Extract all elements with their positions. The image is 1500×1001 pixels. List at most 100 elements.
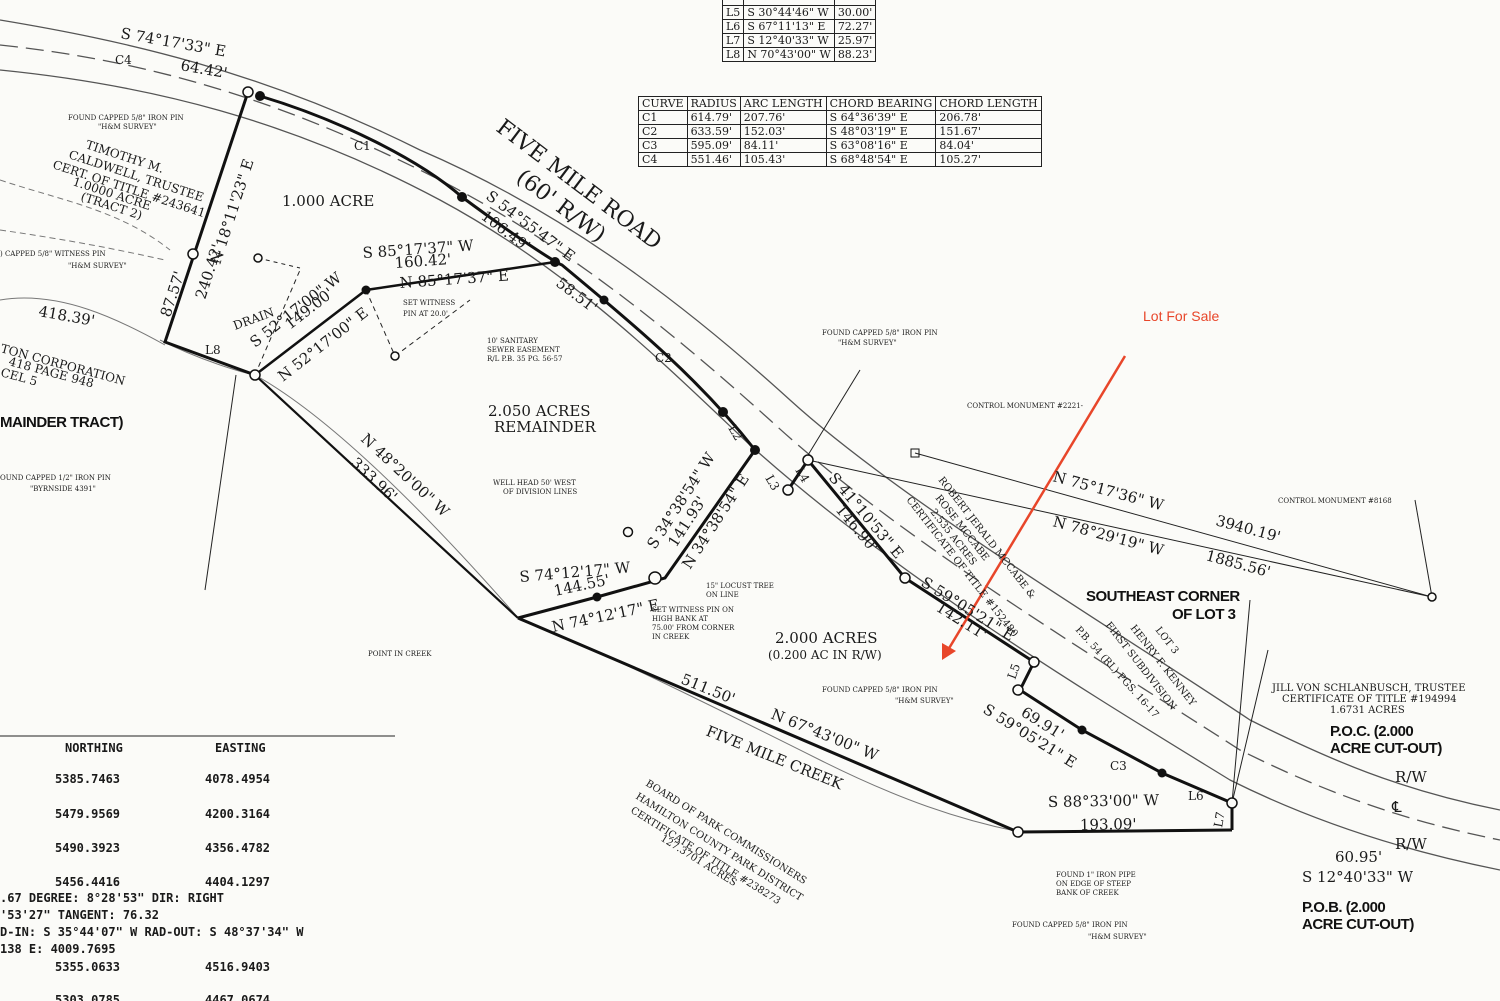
curve-label: C4 bbox=[115, 53, 132, 67]
line-label: L4 bbox=[792, 465, 812, 486]
survey-ties bbox=[204, 257, 1433, 804]
note: BANK OF CREEK bbox=[1056, 889, 1119, 897]
lot-for-sale-label: Lot For Sale bbox=[1143, 308, 1220, 324]
northing-cell: 5479.9569 bbox=[55, 807, 120, 821]
table-cell: 595.09' bbox=[686, 138, 741, 153]
note: SET WITNESS bbox=[403, 299, 455, 307]
table-cell: 633.59' bbox=[686, 124, 741, 139]
note: SEWER EASEMENT bbox=[487, 346, 560, 354]
table-cell: C2 bbox=[638, 124, 688, 139]
distance-label: 511.50' bbox=[679, 670, 738, 708]
table-cell: 25.97' bbox=[833, 33, 877, 48]
owner-note: JILL VON SCHLANBUSCH, TRUSTEE bbox=[1271, 683, 1466, 694]
note: WELL HEAD 50' WEST bbox=[493, 479, 576, 487]
line-label: L7 bbox=[1211, 811, 1227, 829]
owner-note: 1.6731 ACRES bbox=[1330, 705, 1405, 716]
note: ON EDGE OF STEEP bbox=[1056, 880, 1131, 888]
table-cell: L7 bbox=[721, 33, 745, 48]
distance-label: 87.57' bbox=[157, 269, 189, 319]
ownership-notes: ROBERT JERALD MCCABE & ROSE MCCABE 2.535… bbox=[628, 475, 1465, 907]
note: POINT IN CREEK bbox=[368, 650, 432, 658]
table-cell: 614.79' bbox=[686, 110, 741, 125]
distance-label: 1885.56' bbox=[1204, 546, 1273, 581]
northing-cell: 5355.0633 bbox=[55, 960, 120, 974]
bearing-label: S 74°17'33" E bbox=[119, 24, 227, 60]
distance-label: 58.51' bbox=[553, 274, 601, 317]
distance-label: 60.95' bbox=[1335, 848, 1382, 866]
line-label: L3 bbox=[762, 473, 782, 494]
se-corner-label: OF LOT 3 bbox=[1172, 606, 1236, 623]
note: SET WITNESS PIN ON bbox=[652, 606, 734, 614]
table-cell: 105.27' bbox=[935, 152, 1042, 167]
table-cell: 206.78' bbox=[935, 110, 1042, 125]
note: OF DIVISION LINES bbox=[503, 488, 577, 496]
poc-label: P.O.C. (2.000 bbox=[1330, 723, 1413, 740]
distance-label: 3940.19' bbox=[1214, 511, 1283, 546]
distance-label: 64.42' bbox=[179, 56, 228, 82]
easting-cell: 4200.3164 bbox=[205, 807, 270, 821]
note: IN CREEK bbox=[652, 633, 690, 641]
table-cell: S 67°11'13" E bbox=[743, 19, 835, 34]
curve-data-line: .67 DEGREE: 8°28'53" DIR: RIGHT bbox=[0, 891, 224, 905]
table-header: CHORD LENGTH bbox=[935, 96, 1042, 111]
pob-label: ACRE CUT-OUT) bbox=[1302, 916, 1414, 933]
pob-label: P.O.B. (2.000 bbox=[1302, 899, 1385, 916]
table-cell: 30.00' bbox=[833, 5, 877, 20]
curve-label: C1 bbox=[354, 139, 371, 153]
parcel-one-acre: 1.000 ACRE bbox=[282, 192, 374, 210]
row-label: R/W bbox=[1395, 768, 1427, 786]
table-cell: S 68°48'54" E bbox=[825, 152, 937, 167]
coord-header: EASTING bbox=[215, 741, 266, 755]
note: FOUND CAPPED 5/8" IRON PIN bbox=[68, 114, 184, 122]
bearing-label: N 74°12'17" E bbox=[550, 596, 661, 636]
table-cell: L5 bbox=[721, 5, 745, 20]
table-cell: N 70°43'00" W bbox=[743, 47, 835, 62]
table-cell: C4 bbox=[638, 152, 688, 167]
bold-labels: SOUTHEAST CORNER OF LOT 3 P.O.C. (2.000 … bbox=[1086, 588, 1443, 933]
table-cell: L8 bbox=[721, 47, 745, 62]
centerline-label: ℄ bbox=[1391, 798, 1402, 816]
note: 10' SANITARY bbox=[487, 337, 538, 345]
coordinate-table: NORTHING EASTING 5385.7463 4078.4954 547… bbox=[0, 735, 395, 1001]
northing-cell: 5303.0785 bbox=[55, 993, 120, 1001]
table-cell: 105.43' bbox=[739, 152, 827, 167]
poc-label: ACRE CUT-OUT) bbox=[1330, 740, 1442, 757]
note: PIN AT 20.0' bbox=[403, 310, 448, 318]
note: 15" LOCUST TREE bbox=[706, 582, 774, 590]
curve-data-line: D-IN: S 35°44'07" W RAD-OUT: S 48°37'34"… bbox=[0, 925, 304, 939]
table-cell: 551.46' bbox=[686, 152, 741, 167]
corner-markers bbox=[255, 91, 1167, 778]
easting-cell: 4404.1297 bbox=[205, 875, 270, 889]
northing-cell: 5490.3923 bbox=[55, 841, 120, 855]
curve-table: CURVE RADIUS ARC LENGTH CHORD BEARING CH… bbox=[638, 96, 1042, 167]
note: CONTROL MONUMENT #2221- bbox=[967, 402, 1084, 410]
easting-cell: 4467.0674 bbox=[205, 993, 270, 1001]
table-header: CURVE bbox=[638, 96, 688, 111]
note: "H&M SURVEY" bbox=[838, 339, 897, 347]
line-label: L2 bbox=[725, 423, 745, 444]
coord-header: NORTHING bbox=[65, 741, 123, 755]
bearing-label: S 12°40'33" W bbox=[1302, 868, 1414, 886]
northing-cell: 5385.7463 bbox=[55, 772, 120, 786]
curve-label: C3 bbox=[1110, 759, 1127, 773]
distance-label: 193.09' bbox=[1080, 815, 1137, 834]
segment-labels: C1 C2 C3 C4 L2 L3 L4 L5 L6 L7 L8 DRAIN R… bbox=[115, 53, 1427, 853]
easting-cell: 4078.4954 bbox=[205, 772, 270, 786]
table-cell: S 63°08'16" E bbox=[825, 138, 937, 153]
note: "H&M SURVEY" bbox=[1088, 933, 1147, 941]
note: "H&M SURVEY" bbox=[98, 123, 157, 131]
note: FOUND CAPPED 5/8" IRON PIN bbox=[822, 686, 938, 694]
note: CONTROL MONUMENT #8168 bbox=[1278, 497, 1392, 505]
table-cell: C1 bbox=[638, 110, 688, 125]
note: ) CAPPED 5/8" WITNESS PIN bbox=[0, 250, 106, 258]
line-label: L8 bbox=[205, 343, 221, 357]
note: ON LINE bbox=[706, 591, 739, 599]
table-cell: C3 bbox=[638, 138, 688, 153]
note: FOUND 1" IRON PIPE bbox=[1056, 871, 1136, 879]
open-markers bbox=[187, 86, 1437, 838]
